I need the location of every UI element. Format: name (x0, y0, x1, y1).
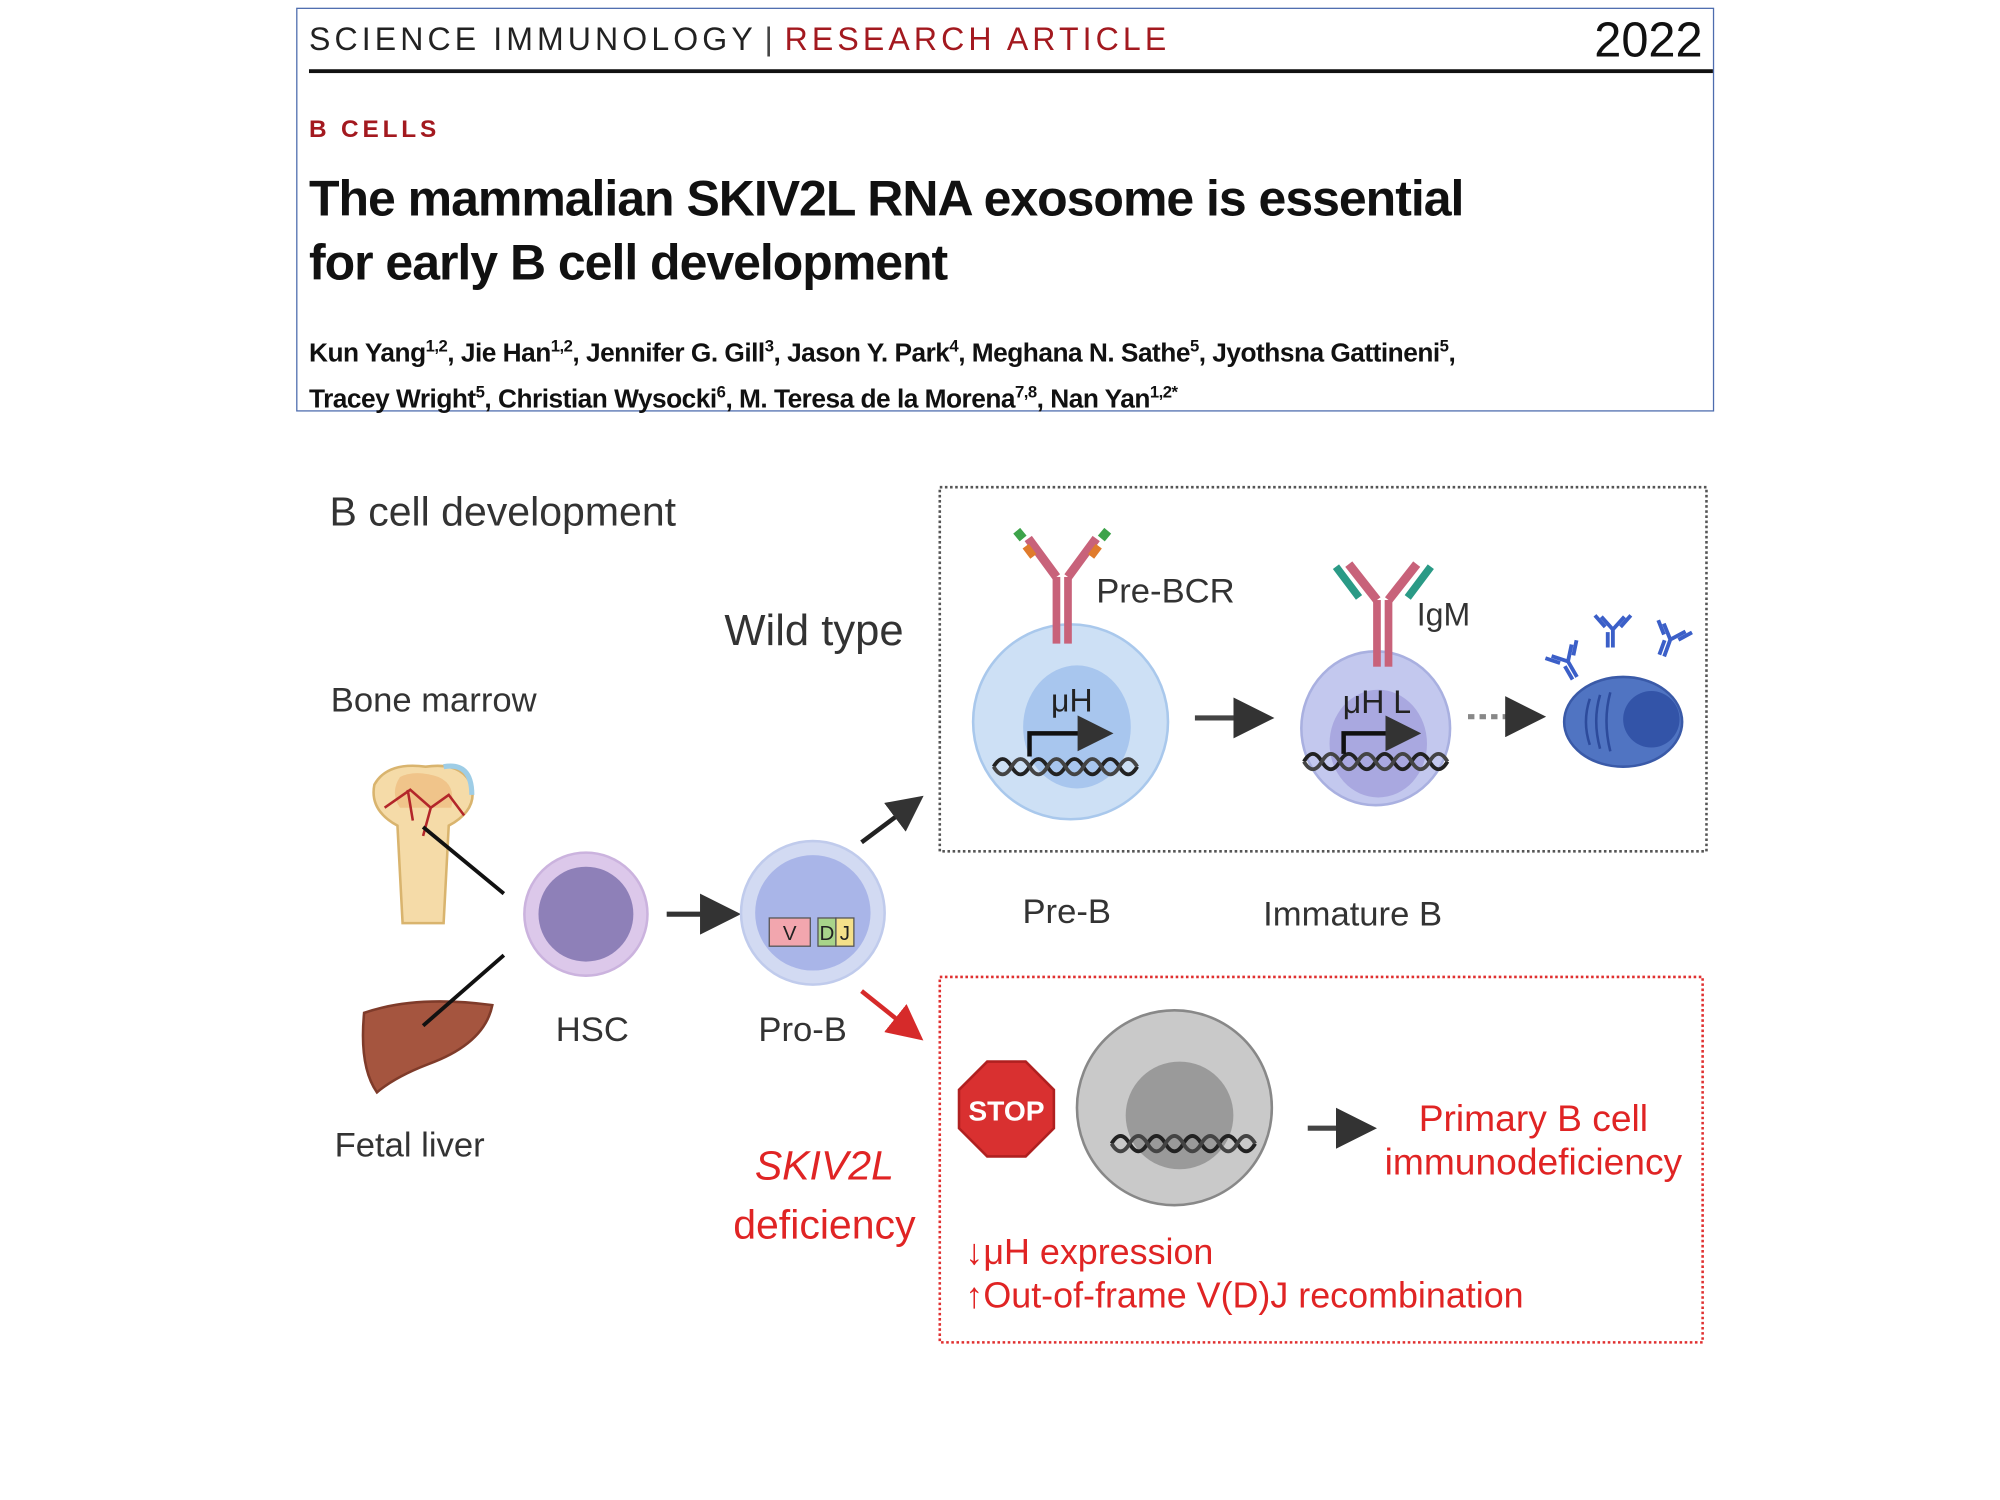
author-affiliation: 5 (1189, 335, 1199, 356)
wild-type-box (938, 485, 1708, 853)
immature-b-cell (1300, 650, 1452, 807)
d-segment: D (820, 922, 835, 945)
secreted-antibody-icon (1593, 613, 1633, 650)
pre-b-label: Pre-B (1022, 893, 1110, 931)
bone-marrow-label: Bone marrow (331, 682, 538, 720)
effect-mu-h-expression: ↓μH expression (965, 1232, 1213, 1272)
v-segment: V (783, 922, 797, 945)
journal-banner: SCIENCE IMMUNOLOGY|RESEARCH ARTICLE (309, 22, 1170, 59)
author-affiliation: 1,2* (1149, 381, 1178, 402)
author-name: M. Teresa de la Morena (739, 384, 1016, 414)
author-affiliation: 5 (1439, 335, 1449, 356)
figure-heading: B cell development (329, 489, 676, 535)
author-name: Jyothsna Gattineni (1212, 338, 1440, 368)
pre-bcr-label: Pre-BCR (1096, 573, 1234, 611)
author-name: Meghana N. Sathe (971, 338, 1191, 368)
article-title: The mammalian SKIV2L RNA exosome is esse… (308, 168, 1464, 296)
title-line-2: for early B cell development (308, 235, 948, 292)
liver-icon (361, 1000, 494, 1095)
igm-icon (1332, 561, 1434, 667)
pro-b-label: Pro-B (758, 1011, 846, 1049)
author-name: Jie Han (460, 338, 551, 368)
mu-h-l-label: μH L (1343, 684, 1411, 720)
author-affiliation: 7,8 (1015, 381, 1037, 402)
author-name: Tracey Wright (308, 384, 476, 414)
author-name: Kun Yang (308, 338, 426, 368)
author-affiliation: 6 (716, 381, 726, 402)
pre-b-cell (971, 623, 1170, 821)
mu-h-label: μH (1051, 683, 1093, 719)
immature-b-label: Immature B (1263, 896, 1442, 934)
journal-name: SCIENCE IMMUNOLOGY (308, 21, 757, 58)
outcome-line-2: immunodeficiency (1385, 1140, 1683, 1182)
banner-separator: | (764, 21, 777, 58)
author-affiliation: 1,2 (550, 335, 573, 356)
pre-bcr-icon (1013, 527, 1112, 644)
plasma-cell (1562, 675, 1684, 768)
arrow-wild-type (860, 795, 924, 845)
stop-sign-icon: STOP (957, 1060, 1056, 1158)
secreted-antibody-icon (1645, 618, 1694, 665)
arrow-deficiency (860, 989, 924, 1041)
arrested-cell (1075, 1009, 1274, 1207)
author-name: Christian Wysocki (498, 384, 717, 414)
secreted-antibody-icon (1543, 638, 1595, 688)
skiv2l-label: SKIV2L (755, 1143, 894, 1189)
pro-b-cell: V D J (739, 839, 886, 986)
publication-year: 2022 (1594, 14, 1703, 68)
hsc-label: HSC (556, 1011, 629, 1049)
author-affiliation: 3 (764, 335, 774, 356)
bone-connector-line (421, 825, 506, 896)
effect-out-of-frame: ↑Out-of-frame V(D)J recombination (965, 1276, 1523, 1316)
hsc-cell (523, 851, 649, 977)
article-type: RESEARCH ARTICLE (784, 21, 1171, 58)
author-name: Nan Yan (1050, 384, 1150, 414)
deficiency-label: deficiency (733, 1202, 916, 1248)
author-name: Jennifer G. Gill (585, 338, 765, 368)
header-rule (308, 69, 1713, 73)
author-affiliation: 5 (475, 381, 485, 402)
author-affiliation: 4 (949, 335, 959, 356)
stop-text: STOP (968, 1095, 1044, 1127)
fetal-liver-label: Fetal liver (335, 1126, 485, 1164)
article-header: SCIENCE IMMUNOLOGY|RESEARCH ARTICLE 2022… (296, 7, 1715, 414)
title-line-1: The mammalian SKIV2L RNA exosome is esse… (308, 171, 1464, 227)
outcome-line-1: Primary B cell (1419, 1097, 1648, 1139)
wild-type-label: Wild type (724, 607, 903, 655)
author-name: Jason Y. Park (787, 338, 950, 368)
bone-icon (372, 763, 475, 925)
author-list: Kun Yang1,2, Jie Han1,2, Jennifer G. Gil… (308, 335, 1456, 414)
liver-connector-line (421, 953, 506, 1028)
j-segment: J (840, 922, 850, 945)
author-affiliation: 1,2 (425, 335, 448, 356)
igm-label: IgM (1417, 597, 1470, 633)
deficiency-box (938, 975, 1704, 1344)
section-label: B CELLS (308, 116, 441, 144)
